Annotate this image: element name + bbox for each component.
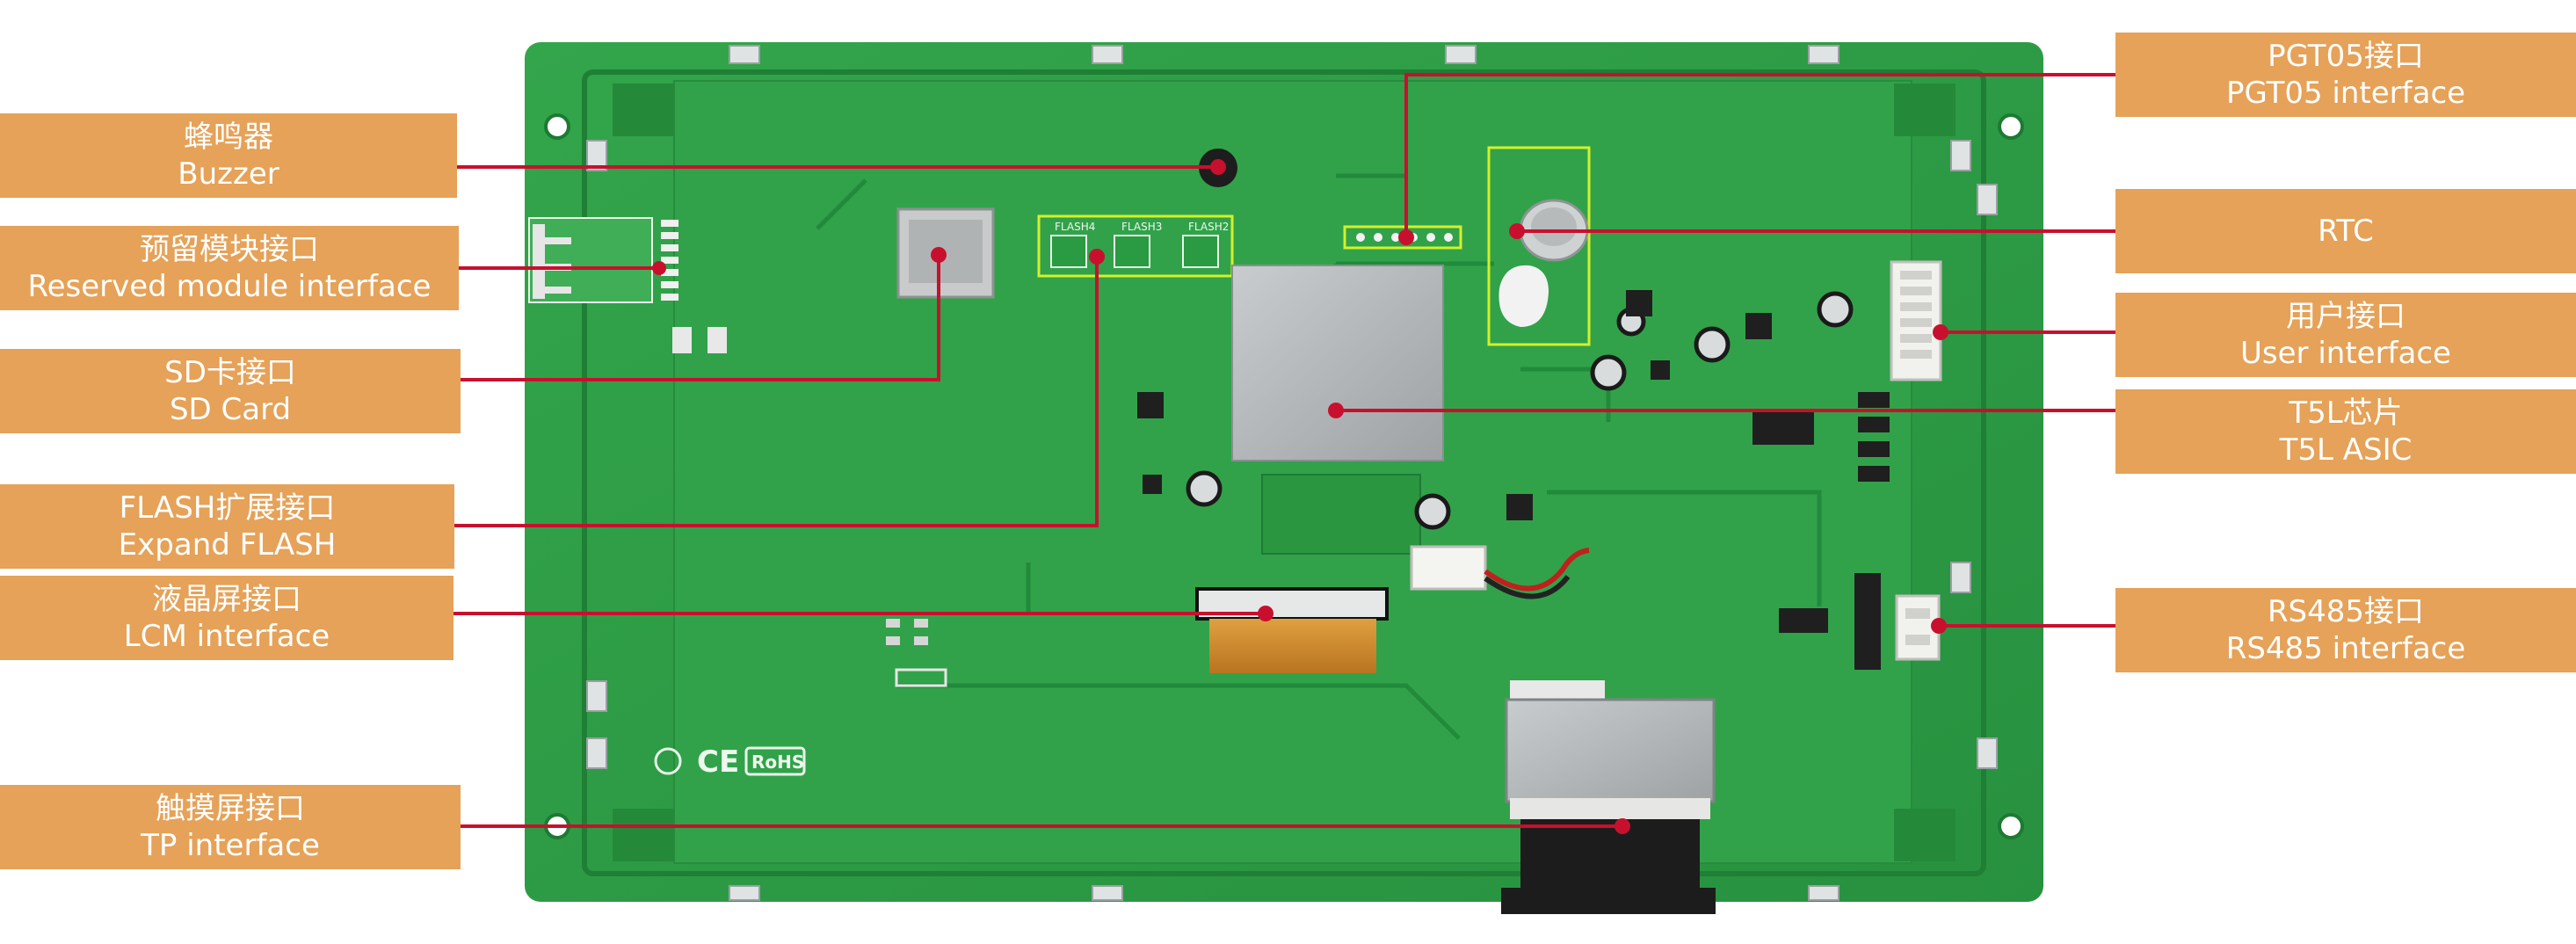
t5l-asic-shield xyxy=(1231,265,1444,555)
callout-rs485: RS485接口 RS485 interface xyxy=(2115,588,2576,672)
callout-user-zh: 用户接口 xyxy=(2286,299,2405,334)
callout-user-interface: 用户接口 User interface xyxy=(2115,293,2576,377)
callout-pgt05-zh: PGT05接口 xyxy=(2268,39,2424,74)
lcm-fpc-connector xyxy=(1195,587,1389,673)
callout-buzzer-zh: 蜂鸣器 xyxy=(184,120,273,155)
callout-sdcard-zh: SD卡接口 xyxy=(164,355,296,390)
user-interface-connector xyxy=(1890,260,1942,381)
mounting-holes xyxy=(544,113,2024,839)
reserved-module-port xyxy=(528,217,727,353)
callout-t5l-zh: T5L芯片 xyxy=(2289,396,2403,431)
callout-tp-en: TP interface xyxy=(141,828,320,863)
flash-silk-2: FLASH2 xyxy=(1188,221,1229,233)
callout-lcm: 液晶屏接口 LCM interface xyxy=(0,576,454,660)
leader-flash xyxy=(454,257,1099,527)
callout-user-en: User interface xyxy=(2240,336,2451,371)
leader-pgt05 xyxy=(1404,73,2115,237)
callout-pgt05: PGT05接口 PGT05 interface xyxy=(2115,33,2576,117)
pcb-corner-bl xyxy=(613,809,674,861)
callout-rs485-zh: RS485接口 xyxy=(2267,594,2425,629)
tp-fpc-connector xyxy=(1501,680,1716,914)
callout-reserved-zh: 预留模块接口 xyxy=(140,232,319,267)
callout-pgt05-en: PGT05 interface xyxy=(2225,76,2466,111)
leader-sdcard xyxy=(461,255,940,381)
callout-flash-zh: FLASH扩展接口 xyxy=(119,490,336,526)
pgt05-header xyxy=(1343,225,1462,250)
callout-flash: FLASH扩展接口 Expand FLASH xyxy=(0,484,454,569)
callout-rtc: RTC xyxy=(2115,189,2576,273)
components-passives xyxy=(1137,290,1890,670)
callout-reserved-en: Reserved module interface xyxy=(27,269,432,304)
leader-lines xyxy=(454,73,2115,834)
callout-flash-en: Expand FLASH xyxy=(118,527,337,563)
callout-t5l-en: T5L ASIC xyxy=(2279,432,2413,468)
flash-silk-3: FLASH3 xyxy=(1121,221,1162,233)
pcb-trace-frame xyxy=(582,69,1986,876)
callout-tp: 触摸屏接口 TP interface xyxy=(0,785,461,869)
callout-t5l: T5L芯片 T5L ASIC xyxy=(2115,389,2576,474)
callout-buzzer: 蜂鸣器 Buzzer xyxy=(0,113,457,198)
small-smd-parts xyxy=(886,619,947,687)
callout-tp-zh: 触摸屏接口 xyxy=(156,791,305,826)
callout-rs485-en: RS485 interface xyxy=(2225,631,2466,666)
pcb-corner-tl xyxy=(613,84,674,136)
callout-lcm-zh: 液晶屏接口 xyxy=(152,582,301,617)
flash-silk-4: FLASH4 xyxy=(1055,221,1095,233)
battery-connector xyxy=(1410,545,1590,599)
rohs-mark: RoHS xyxy=(751,752,804,773)
pcb-corner-tr xyxy=(1894,84,1956,136)
flash-expansion-area: FLASH4 FLASH3 FLASH2 xyxy=(1037,214,1234,278)
callout-lcm-en: LCM interface xyxy=(123,619,330,654)
compliance-marks: CE RoHS xyxy=(654,744,806,780)
pcb-corner-br xyxy=(1894,809,1956,861)
pcb-inner-area xyxy=(673,80,1912,864)
callout-reserved-module: 预留模块接口 Reserved module interface xyxy=(0,226,459,310)
ce-mark: CE xyxy=(697,744,739,780)
callout-rtc-en: RTC xyxy=(2318,214,2374,249)
callout-sd-card: SD卡接口 SD Card xyxy=(0,349,461,433)
callout-buzzer-en: Buzzer xyxy=(178,156,279,192)
edge-clips xyxy=(586,45,1998,901)
callout-sdcard-en: SD Card xyxy=(169,392,292,427)
